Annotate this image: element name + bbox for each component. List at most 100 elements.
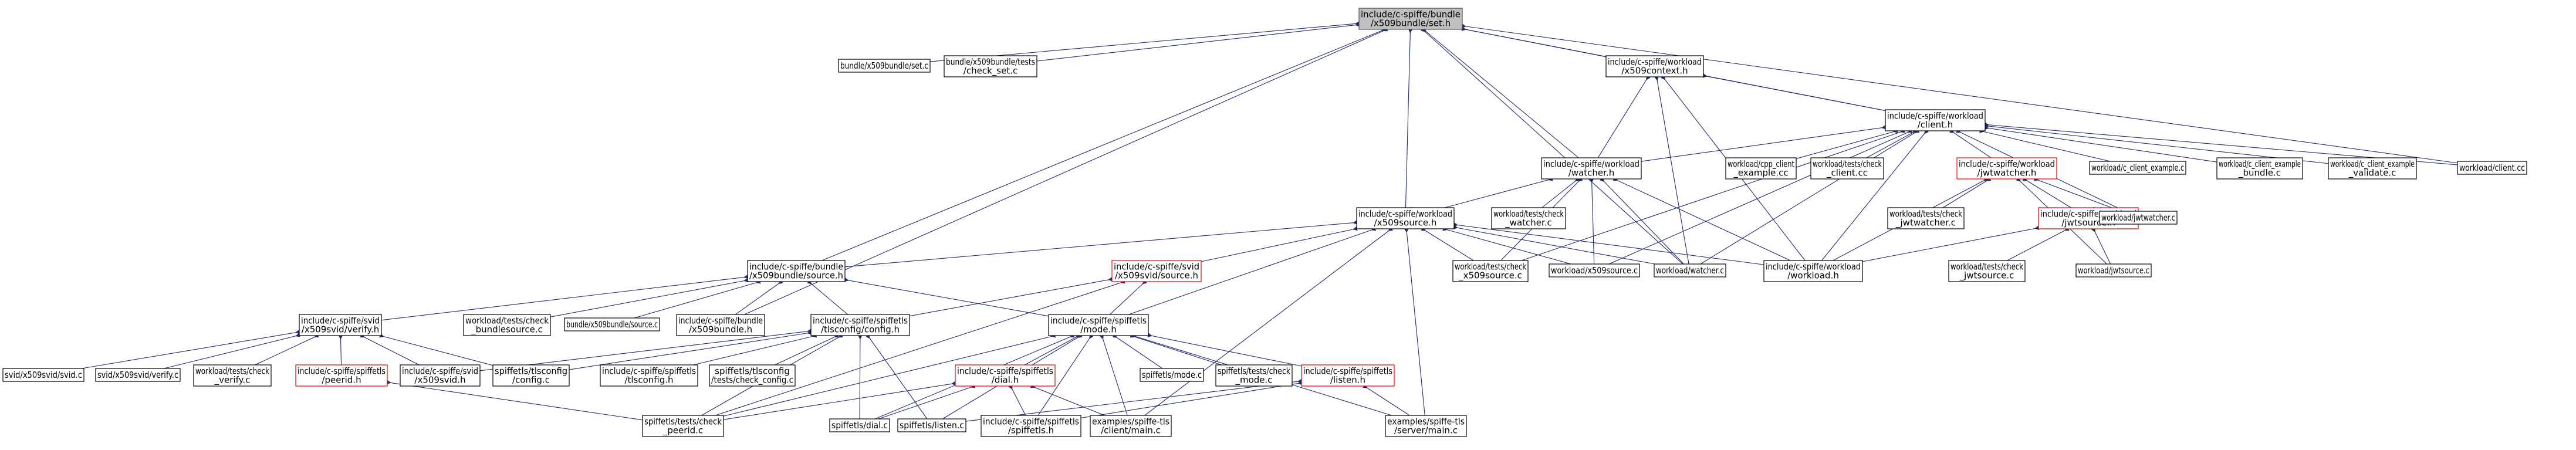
graph-node-n23[interactable]: include/c-spiffe/workload/workload.h	[1763, 260, 1863, 282]
graph-node-n6[interactable]: include/c-spiffe/workload/watcher.h	[1541, 157, 1642, 180]
graph-node-n1[interactable]: bundle/x509bundle/set.c	[838, 59, 931, 73]
node-label-line: workload/tests/check	[1889, 209, 1962, 219]
graph-node-n40[interactable]: include/c-spiffe/spiffetls/dial.h	[955, 364, 1056, 387]
node-label-line: include/c-spiffe/spiffetls	[1303, 366, 1392, 377]
graph-node-n24[interactable]: workload/tests/check_jwtsource.c	[1948, 260, 2026, 282]
node-label-line: include/c-spiffe/workload	[1887, 111, 1983, 121]
edge-n0-n13	[1405, 29, 1413, 208]
graph-node-n45[interactable]: spiffetls/dial.c	[829, 418, 890, 432]
node-label-line: /spiffetls.h	[1008, 425, 1054, 436]
node-box	[299, 314, 382, 336]
graph-node-n38[interactable]: include/c-spiffe/spiffetls/tlsconfig.h	[600, 364, 698, 387]
graph-node-n32[interactable]: svid/x509svid/svid.c	[2, 368, 84, 382]
graph-node-n29[interactable]: include/c-spiffe/bundle/x509bundle.h	[676, 314, 765, 336]
node-label-line: _mode.c	[1235, 375, 1272, 386]
edge-n6-n21	[1589, 178, 1595, 265]
graph-node-n0[interactable]: include/c-spiffe/bundle/x509bundle/set.h	[1358, 8, 1463, 30]
edge-line	[1421, 27, 1579, 158]
edge-n0-n2	[1036, 22, 1360, 62]
edge-n30-n38	[693, 333, 817, 366]
graph-node-n48[interactable]: examples/spiffe-tls/client/main.c	[1090, 415, 1172, 437]
node-label-line: examples/spiffe-tls	[1387, 417, 1465, 427]
graph-node-n13[interactable]: include/c-spiffe/workload/x509source.h	[1356, 207, 1455, 229]
graph-node-n15[interactable]: workload/tests/check_jwtwatcher.c	[1887, 207, 1965, 229]
node-label-line: svid/x509svid/verify.c	[97, 370, 178, 380]
graph-node-n39[interactable]: spiffetls/tlsconfig/tests/check_config.c	[709, 364, 796, 387]
edge-line	[164, 333, 300, 369]
edge-layer	[82, 21, 2458, 422]
node-label-line: spiffetls/dial.c	[831, 420, 888, 431]
node-box	[2075, 263, 2152, 278]
graph-node-n46[interactable]: spiffetls/listen.c	[897, 418, 966, 432]
graph-node-n41[interactable]: spiffetls/mode.c	[1140, 368, 1204, 382]
graph-node-n37[interactable]: spiffetls/tlsconfig/config.c	[492, 364, 570, 387]
edge-n26-n34	[255, 333, 319, 366]
node-box	[564, 317, 660, 331]
node-label-line: workload/cpp_client	[1728, 159, 1794, 170]
graph-node-n34[interactable]: workload/tests/check_verify.c	[193, 364, 272, 387]
node-label-line: include/c-spiffe/spiffetls	[813, 316, 908, 326]
edge-line	[1461, 23, 2458, 164]
node-box	[1358, 8, 1463, 30]
graph-node-n17[interactable]: workload/jwtwatcher.c	[2099, 211, 2178, 225]
edge-line	[844, 220, 1358, 268]
graph-node-n35[interactable]: include/c-spiffe/spiffetls/peerid.h	[295, 364, 388, 387]
graph-node-n5[interactable]: workload/client.cc	[2457, 161, 2527, 175]
edge-line	[723, 333, 1056, 417]
graph-node-n36[interactable]: include/c-spiffe/svid/x509svid.h	[400, 364, 481, 387]
graph-node-n43[interactable]: include/c-spiffe/spiffetls/listen.h	[1301, 364, 1395, 387]
graph-node-n33[interactable]: svid/x509svid/verify.c	[95, 368, 181, 382]
edge-line	[1700, 128, 1920, 265]
node-label-line: /check_set.c	[964, 66, 1017, 77]
edge-line	[1589, 178, 1595, 265]
edge-n31-n42	[1130, 333, 1222, 366]
graph-node-n11[interactable]: workload/c_client_example_bundle.c	[2216, 157, 2303, 180]
graph-node-n14[interactable]: workload/tests/check_watcher.c	[1491, 207, 1566, 229]
graph-node-n21[interactable]: workload/x509source.c	[1549, 263, 1640, 278]
node-label-line: workload/tests/check	[465, 316, 549, 326]
node-label-line: svid/x509svid/svid.c	[5, 370, 82, 380]
graph-node-n28[interactable]: bundle/x509bundle/source.c	[564, 317, 660, 331]
edge-n16-n23	[1862, 225, 2040, 262]
graph-node-n22[interactable]: workload/watcher.c	[1654, 263, 1726, 278]
edge-n3-n22	[1654, 76, 1689, 265]
graph-node-n30[interactable]: include/c-spiffe/spiffetls/tlsconfig/con…	[810, 314, 910, 336]
node-layer: include/c-spiffe/bundle/x509bundle/set.h…	[2, 8, 2527, 437]
graph-node-n44[interactable]: spiffetls/tests/check_peerid.c	[642, 415, 724, 437]
graph-node-n7[interactable]: workload/cpp_client_example.cc	[1725, 157, 1797, 180]
node-box	[1887, 207, 1965, 229]
edge-line	[2033, 177, 2121, 212]
graph-node-n42[interactable]: spiffetls/tests/check_mode.c	[1215, 364, 1293, 387]
edge-line	[1979, 128, 2111, 162]
graph-node-n31[interactable]: include/c-spiffe/spiffetls/mode.h	[1048, 314, 1149, 336]
graph-node-n9[interactable]: include/c-spiffe/workload/jwtwatcher.h	[1956, 157, 2057, 180]
edge-n31-n48	[1099, 334, 1128, 416]
graph-node-n8[interactable]: workload/tests/check_client.cc	[1810, 157, 1884, 180]
node-label-line: include/c-spiffe/spiffetls	[298, 366, 386, 377]
node-label-line: include/c-spiffe/svid	[1114, 262, 1199, 272]
graph-node-n49[interactable]: examples/spiffe-tls/server/main.c	[1385, 415, 1467, 437]
edge-n6-n22	[1600, 177, 1684, 265]
edge-line	[1442, 226, 1571, 265]
graph-node-n12[interactable]: workload/c_client_example_validate.c	[2328, 157, 2417, 180]
graph-node-n26[interactable]: include/c-spiffe/svid/x509svid/verify.h	[299, 314, 382, 336]
node-label-line: /watcher.h	[1568, 168, 1614, 178]
node-box	[95, 368, 181, 382]
edge-n19-n44	[715, 279, 1125, 416]
graph-node-n27[interactable]: workload/tests/check_bundlesource.c	[463, 314, 551, 336]
edge-line	[338, 335, 343, 366]
graph-node-n47[interactable]: include/c-spiffe/spiffetls/spiffetls.h	[981, 415, 1081, 437]
graph-node-n3[interactable]: include/c-spiffe/workload/x509context.h	[1605, 55, 1704, 77]
graph-node-n10[interactable]: workload/c_client_example.c	[2089, 161, 2186, 175]
graph-node-n19[interactable]: include/c-spiffe/svid/x509svid/source.h	[1111, 260, 1202, 282]
graph-node-n2[interactable]: bundle/x509bundle/tests/check_set.c	[944, 55, 1037, 77]
graph-node-n25[interactable]: workload/jwtsource.c	[2075, 263, 2152, 278]
graph-node-n18[interactable]: include/c-spiffe/bundle/x509bundle/sourc…	[747, 260, 846, 282]
graph-node-n4[interactable]: include/c-spiffe/workload/client.h	[1885, 109, 1986, 131]
edge-n18-n26	[381, 274, 749, 321]
graph-node-n20[interactable]: workload/tests/check_x509source.c	[1452, 260, 1529, 282]
edge-n4-n9	[1949, 128, 1992, 158]
edge-n26-n37	[379, 333, 493, 366]
node-box	[1763, 260, 1863, 282]
